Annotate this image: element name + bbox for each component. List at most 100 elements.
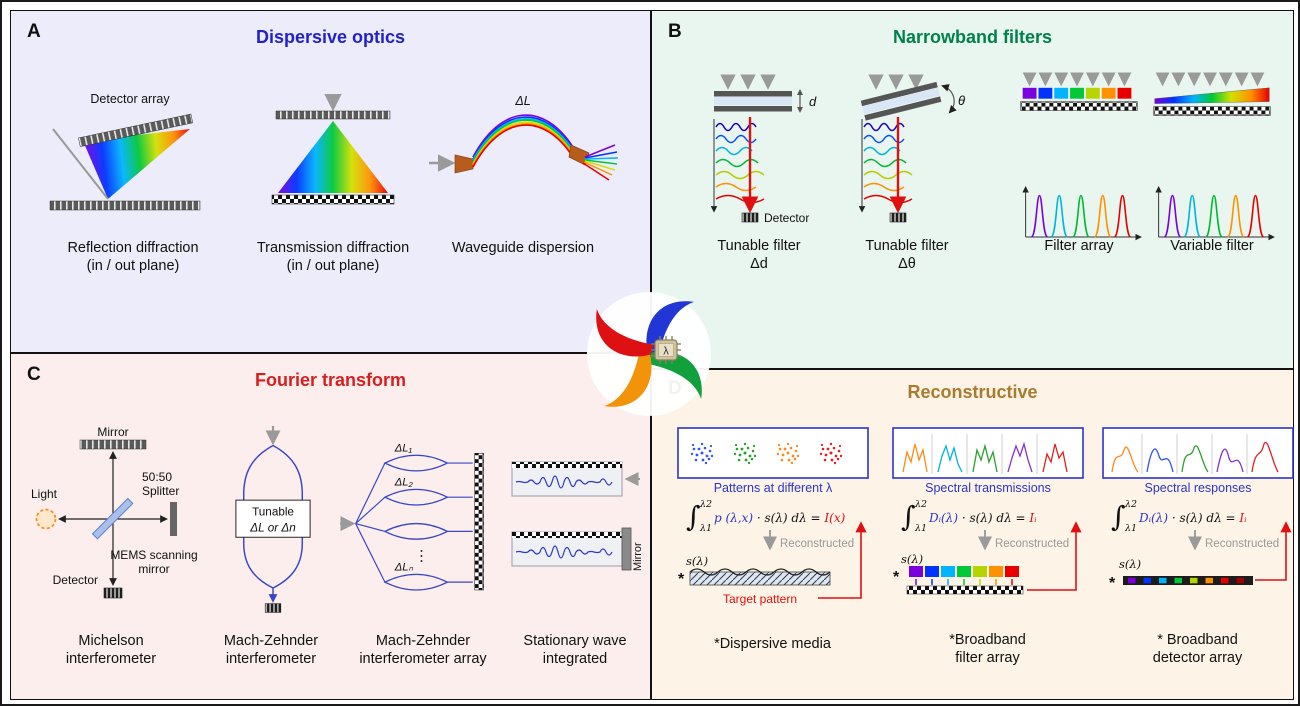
integral-upper-limit: λ2 xyxy=(914,499,927,510)
theta-label: θ xyxy=(958,93,965,108)
panel-c-letter: C xyxy=(27,364,41,385)
response-curves xyxy=(1111,441,1279,473)
waveguide-ribbon xyxy=(472,114,574,168)
gap-arrow-head-top xyxy=(797,89,803,95)
caption-filter-array: Filter array xyxy=(1044,238,1114,254)
asterisk: * xyxy=(1109,575,1116,592)
feedback-arrow xyxy=(1027,521,1082,591)
integral-sign: ∫ xyxy=(901,500,916,533)
grating-bar xyxy=(49,200,201,211)
rainbow-fan xyxy=(278,121,388,193)
pattern-box xyxy=(1102,427,1294,479)
feedback-arrow xyxy=(1255,521,1292,581)
caption-reflection-diffraction: Reflection diffraction(in / out plane) xyxy=(67,240,199,275)
incident-arrows xyxy=(868,74,924,90)
spectral-peaks xyxy=(1163,194,1265,238)
incident-arrows xyxy=(1155,72,1265,87)
formula: Dᵢ(λ) · s(λ) dλ = Iᵢ xyxy=(1138,511,1247,525)
incident-arrows xyxy=(720,74,776,90)
standing-wave-2 xyxy=(515,545,613,559)
detector-strip-1 xyxy=(512,462,622,468)
integral-lower-limit: λ1 xyxy=(1124,523,1137,534)
tunable-filter-theta-diagram: θ xyxy=(858,74,965,223)
detector-box xyxy=(103,587,123,599)
reconstructive-col-speckle: Patterns at different λ ∫ λ2 λ1 p (λ,x) … xyxy=(677,427,869,606)
detector-label: Detector xyxy=(764,211,809,225)
spectral-peaks xyxy=(1030,194,1132,238)
broadband-filter-squares xyxy=(909,566,1019,577)
plate-bottom xyxy=(714,106,792,112)
box-separators xyxy=(931,434,1038,474)
fanout-lines xyxy=(355,462,386,583)
detector-array-bar xyxy=(271,194,395,205)
detector-array-bar xyxy=(1020,101,1138,111)
formula: p (λ,x) · s(λ) dλ = I(x) xyxy=(714,511,846,525)
integral-lower-limit: λ1 xyxy=(699,523,712,534)
panel-reconstructive: D Reconstructive Patterns at different λ… xyxy=(651,369,1294,700)
detector-box xyxy=(889,212,907,223)
feedback-arrow xyxy=(818,521,867,599)
stationary-wave-diagram: Mirror xyxy=(511,461,643,571)
pattern-box xyxy=(677,427,869,479)
detector-array-bar xyxy=(906,585,1024,595)
broadband-detector-bar xyxy=(1123,576,1253,585)
delta-L-label: ΔL xyxy=(514,94,530,108)
vertical-ellipsis: ⋮ xyxy=(414,549,429,565)
beam-splitter xyxy=(91,497,134,540)
tunable-box xyxy=(235,499,311,538)
wavelength-traces xyxy=(715,122,765,204)
integral-lower-limit: λ1 xyxy=(914,523,927,534)
asterisk: * xyxy=(678,571,685,588)
detector-pixels xyxy=(1128,577,1244,584)
incident-arrows xyxy=(1022,72,1132,87)
panel-fourier-transform: C Fourier transform Mirror 50:50 Splitte… xyxy=(10,353,651,700)
splitter-label: Splitter xyxy=(142,484,179,498)
pattern-box xyxy=(892,427,1084,479)
box-caption: Spectral responses xyxy=(1144,481,1251,495)
asterisk: * xyxy=(893,569,900,586)
mirror-bar xyxy=(621,527,632,571)
integral-upper-limit: λ2 xyxy=(699,499,712,510)
waveguide-dispersion-diagram: ΔL xyxy=(429,94,619,181)
michelson-diagram: Mirror 50:50 Splitter Light MEMS scannin… xyxy=(31,425,198,599)
incident-beam xyxy=(52,128,109,200)
filter-array-diagram xyxy=(1020,72,1142,241)
panel-c-title: Fourier transform xyxy=(254,370,407,390)
plate-top xyxy=(714,91,792,97)
mach-zehnder-array-diagram: ΔL₁ ΔL₂ ⋮ ΔLₙ xyxy=(340,442,484,591)
panel-a-letter: A xyxy=(27,21,41,42)
grating-bar xyxy=(275,110,391,120)
media-surface-wave xyxy=(689,568,831,576)
panel-a-title: Dispersive optics xyxy=(255,27,406,47)
panel-b-letter: B xyxy=(668,21,682,42)
panel-dispersive-optics: A Dispersive optics Detector array Refle… xyxy=(10,10,651,353)
wavelength-traces xyxy=(863,122,913,204)
mems-mirror-bar xyxy=(170,502,177,536)
caption-waveguide-dispersion: Waveguide dispersion xyxy=(451,240,595,256)
reflection-diffraction-diagram: Detector array xyxy=(49,92,201,211)
transmission-diffraction-diagram xyxy=(271,93,395,205)
mirror-label: Mirror xyxy=(97,425,128,439)
filter-segments xyxy=(1022,87,1132,99)
label-dispersive-media: *Dispersive media xyxy=(714,636,831,652)
delta-ln-label: ΔLₙ xyxy=(394,561,414,573)
mirror-bar xyxy=(79,439,147,450)
target-pattern-label: Target pattern xyxy=(723,592,797,606)
mirror-label: Mirror xyxy=(632,542,643,571)
reconstructed-label: Reconstructed xyxy=(780,538,854,550)
detector-array-bar xyxy=(78,113,194,148)
dispersive-media-bar xyxy=(689,571,831,586)
box-caption: Spectral transmissions xyxy=(925,481,1051,495)
panel-narrowband-filters: B Narrowband filters d xyxy=(651,10,1294,369)
input-coupler xyxy=(454,154,474,174)
cavity-gap xyxy=(714,97,792,105)
caption-variable-filter: Variable filter xyxy=(1170,238,1254,254)
standing-wave-1 xyxy=(515,475,613,489)
collect-lines xyxy=(447,462,473,583)
detector-strip-2 xyxy=(512,532,622,538)
